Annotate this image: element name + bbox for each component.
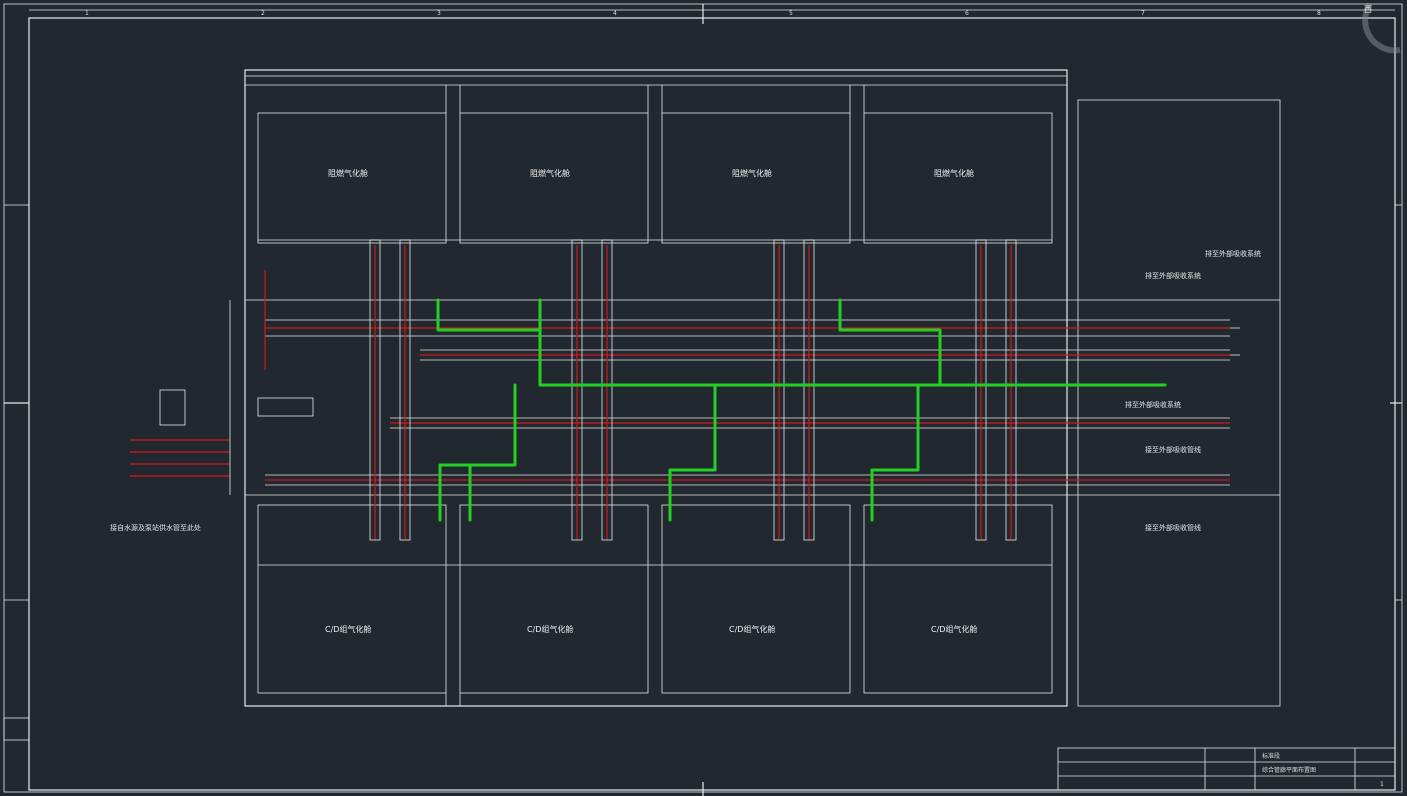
left-manifold: 接自水源及泵站供水管至此处 [110, 300, 314, 532]
top-ruler: 1 2 3 4 5 6 7 8 [29, 4, 1395, 796]
svg-text:1: 1 [85, 10, 89, 17]
svg-text:3: 3 [437, 10, 441, 17]
right-note: 排至外部吸收系统 [1205, 249, 1261, 258]
right-note: 排至外部吸收系统 [1125, 400, 1181, 409]
right-notes: 排至外部吸收系统 排至外部吸收系统 接至外部吸收管线 接至外部吸收管线 排至外部… [1125, 249, 1261, 532]
pipe-shafts [369, 239, 1017, 541]
right-note: 排至外部吸收系统 [1145, 271, 1201, 280]
upper-rooms [257, 85, 1053, 244]
green-pipes [436, 298, 1167, 522]
compass-icon: 西 [1362, 2, 1401, 54]
inner-frame [28, 17, 1396, 791]
room-label-top: 阻燃气化舱 [934, 168, 974, 178]
compass-label: 西 [1364, 5, 1372, 14]
title-block: 综合管廊平面布置图 标准段 1 [1057, 747, 1396, 791]
room-label-bottom: C/D组气化舱 [729, 624, 775, 634]
room-label-bottom: C/D组气化舱 [527, 624, 573, 634]
red-pipes [130, 245, 1230, 540]
room-label-top: 阻燃气化舱 [328, 168, 368, 178]
side-ruler [3, 204, 1402, 741]
outer-frame [3, 3, 1403, 793]
lower-rooms [257, 504, 1053, 706]
svg-text:5: 5 [789, 10, 793, 17]
room-label-bottom: C/D组气化舱 [325, 624, 371, 634]
room-label-top: 阻燃气化舱 [530, 168, 570, 178]
right-note: 接至外部吸收管线 [1145, 523, 1201, 532]
room-labels: 阻燃气化舱 阻燃气化舱 阻燃气化舱 阻燃气化舱 C/D组气化舱 C/D组气化舱 … [325, 168, 977, 634]
svg-text:4: 4 [613, 10, 617, 17]
svg-text:2: 2 [261, 10, 265, 17]
svg-text:8: 8 [1317, 10, 1321, 17]
building-outline [244, 69, 1281, 707]
room-label-top: 阻燃气化舱 [732, 168, 772, 178]
project-name: 标准段 [1262, 752, 1280, 760]
left-note: 接自水源及泵站供水管至此处 [110, 523, 201, 532]
room-label-bottom: C/D组气化舱 [931, 624, 977, 634]
sheet-number: 1 [1380, 781, 1384, 788]
drawing-title: 综合管廊平面布置图 [1262, 766, 1316, 774]
svg-text:6: 6 [965, 10, 969, 17]
pipe-corridors [245, 299, 1280, 496]
svg-text:7: 7 [1141, 10, 1145, 17]
right-note: 接至外部吸收管线 [1145, 445, 1201, 454]
